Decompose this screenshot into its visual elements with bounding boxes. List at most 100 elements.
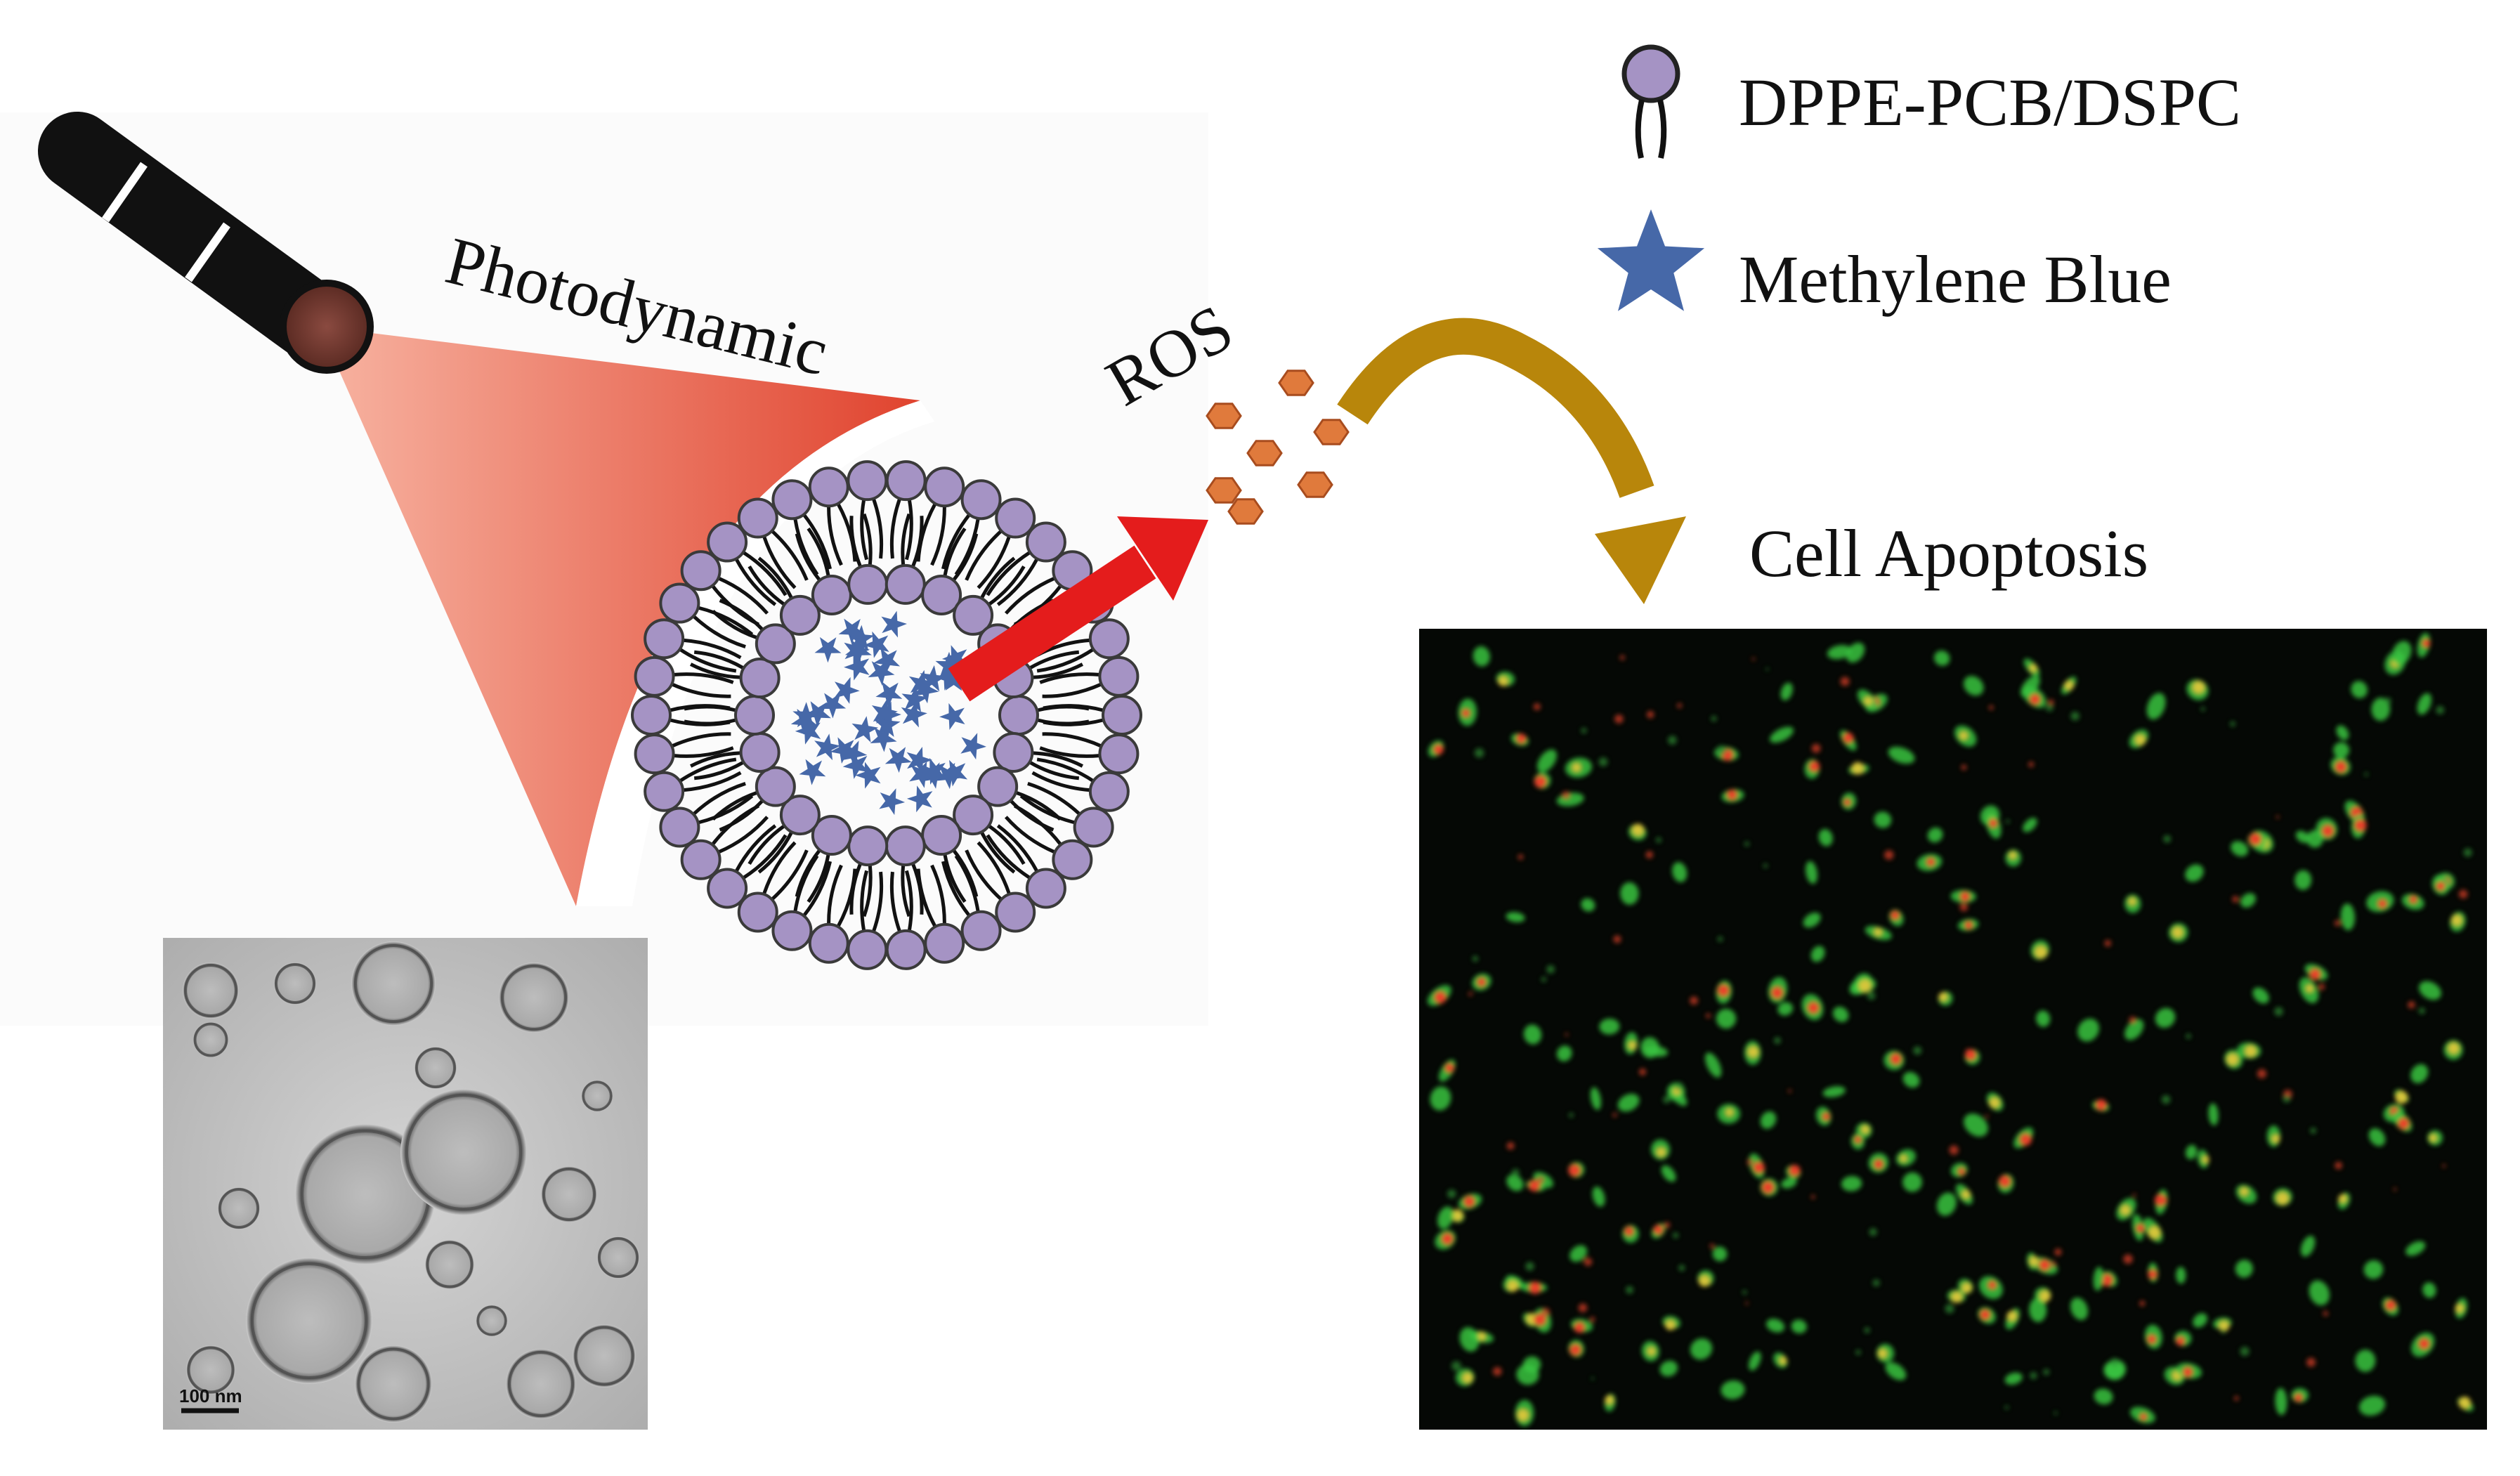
lipid-tail (693, 781, 754, 825)
methylene-blue-star (868, 659, 895, 686)
cell (2457, 1397, 2474, 1411)
methylene-blue-star (935, 651, 962, 678)
vesicle (597, 1236, 639, 1279)
cell-fragment (2054, 1248, 2062, 1256)
cell-fragment (2030, 1371, 2037, 1380)
cell (1840, 730, 1857, 751)
lipid-tail (684, 705, 736, 726)
cell (1459, 1327, 1480, 1352)
cell (2023, 817, 2037, 832)
lipid-tail (672, 732, 734, 758)
cell (1936, 1192, 1957, 1216)
cell (1506, 912, 1525, 922)
lipid-tail (1039, 732, 1102, 758)
methylene-blue-star (920, 757, 946, 785)
cell-fragment (1869, 1228, 1877, 1236)
cell-fragment (1744, 841, 1749, 847)
legend: DPPE-PCB/DSPC Methylene Blue (1597, 44, 2241, 317)
cell (1503, 1276, 1520, 1293)
methylene-blue-star (851, 716, 879, 743)
cell (2252, 987, 2269, 1004)
vesicle (246, 1258, 372, 1384)
legend-label-methylene-blue: Methylene Blue (1739, 242, 2172, 317)
cell-fragment (2318, 984, 2325, 991)
cell (1841, 1175, 1862, 1191)
methylene-blue-star (844, 653, 870, 681)
cell-fragment (1884, 850, 1894, 860)
lipid-head (739, 658, 781, 699)
cell (2185, 864, 2204, 882)
lipid-head (953, 795, 994, 836)
cell (2422, 1282, 2436, 1298)
curved-arrow (1337, 318, 1686, 604)
cell (1986, 1092, 2004, 1111)
cell-fragment (1711, 715, 1717, 721)
lipid-head (707, 868, 748, 909)
ros-particles (1206, 370, 1350, 525)
cell-fragment (1662, 1096, 1671, 1104)
cell (2231, 841, 2249, 856)
cell-fragment (2070, 711, 2080, 721)
cell (2124, 1019, 2144, 1040)
cell (1933, 651, 1950, 666)
cell-fragment (1578, 1303, 1588, 1312)
cell-fragment (1867, 991, 1876, 1000)
methylene-blue-star (879, 788, 906, 816)
lipid-tail (689, 751, 744, 781)
lipid-head (737, 892, 778, 933)
lipid-head (634, 733, 675, 775)
lipid-tail (827, 864, 857, 927)
vesicle (573, 1324, 636, 1387)
cell-fragment (1668, 736, 1677, 745)
cell (1791, 1319, 1807, 1334)
cell (2295, 830, 2310, 843)
cell (1801, 994, 1824, 1020)
cell (2132, 1214, 2145, 1241)
cell-fragment (2129, 1016, 2136, 1024)
cell (1705, 1052, 1722, 1078)
vesicle (582, 1080, 613, 1111)
lipid-head (659, 806, 700, 848)
cell (2005, 849, 2021, 867)
cell-fragment (1584, 1258, 1593, 1266)
cell (1721, 1380, 1745, 1399)
lipid-head (977, 766, 1019, 807)
ros-particle (1278, 370, 1314, 396)
vesicle (541, 1166, 597, 1222)
methylene-blue-star (792, 702, 820, 728)
cell-fragment (1565, 1033, 1569, 1036)
lipid-head (755, 766, 796, 807)
cell-fragment (1677, 703, 1683, 708)
lipid-tail (747, 824, 793, 874)
cell (1430, 1086, 1451, 1111)
lipid-head (734, 695, 775, 736)
cell-fragment (1591, 1377, 1595, 1380)
vesicle (193, 1022, 228, 1057)
methylene-blue-star (909, 761, 936, 788)
cell (1832, 1006, 1849, 1022)
cell (1815, 1106, 1832, 1126)
tem-micrograph: 100 nm (163, 938, 648, 1430)
cell (2093, 1267, 2103, 1291)
cell-fragment (2005, 819, 2010, 824)
cell (1651, 1139, 1671, 1160)
cell (1978, 1307, 1996, 1324)
cell-fragment (1517, 854, 1524, 860)
lipid-head (644, 618, 685, 660)
light-beam (320, 327, 920, 906)
cell (2036, 1010, 2051, 1027)
cell (1744, 1040, 1761, 1065)
cell (2450, 911, 2466, 932)
methylene-blue-star (901, 700, 927, 728)
cell (2130, 1406, 2155, 1423)
cell (1768, 977, 1788, 1003)
cell (1571, 1319, 1593, 1333)
cell-fragment (1656, 837, 1661, 843)
cell-fragment (2161, 1095, 2171, 1104)
cell-fragment (2230, 721, 2235, 727)
methylene-blue-star (814, 636, 842, 663)
cell-fragment (1673, 1232, 1679, 1239)
cell (1515, 1399, 1534, 1427)
cell (1957, 918, 1979, 931)
cell-fragment (1742, 1290, 1747, 1295)
